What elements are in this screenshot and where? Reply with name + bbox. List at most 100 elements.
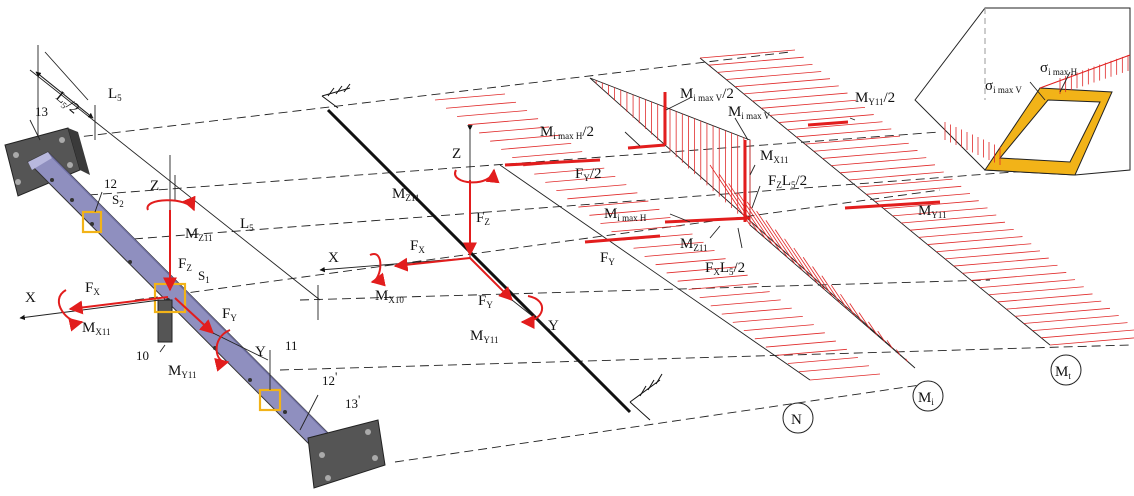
hatch-line	[839, 164, 936, 174]
label-sigmaH: σi max H	[1040, 60, 1078, 77]
label-FZ-mid: FZ	[476, 210, 490, 227]
hatch-line	[1023, 315, 1119, 324]
hatch-line	[633, 241, 704, 249]
label-X-left: X	[25, 290, 36, 306]
label-11: 11	[285, 338, 298, 353]
label-MX10-mid: MX10	[375, 288, 404, 305]
text-labels: L5 L5/2 L5 13 12 S2 10 11 12' 13' Z MZ11…	[25, 60, 1078, 428]
hatch-line	[534, 167, 605, 175]
label-FZL52: FZL5/2	[768, 173, 807, 190]
hatch-line	[765, 220, 796, 265]
hatch-line	[710, 299, 781, 307]
beam-body	[27, 151, 331, 446]
hatch-line	[769, 107, 866, 116]
hatch-line	[655, 258, 726, 266]
hatch-line	[754, 332, 825, 340]
hatch-line	[708, 56, 804, 66]
label-L5-top: L5	[108, 86, 122, 103]
hatch-line	[927, 236, 1023, 245]
hatch-line	[556, 184, 627, 191]
hatch-line	[761, 99, 857, 109]
hatch-line	[699, 49, 796, 59]
mid-beam-axis	[326, 108, 632, 414]
hatch-line	[988, 286, 1084, 296]
hatch-line	[905, 358, 908, 362]
hatch-line	[997, 293, 1093, 303]
hatch-line	[804, 135, 901, 145]
hatch-line	[892, 207, 988, 217]
hatch-line	[457, 110, 528, 117]
hatch-line	[734, 78, 831, 88]
label-FZ-left: FZ	[178, 256, 192, 273]
hatch-line	[778, 114, 874, 123]
hatch-line	[831, 157, 927, 167]
hatch-line	[728, 183, 766, 239]
hatch-line	[756, 210, 788, 258]
left-forces	[19, 155, 269, 372]
hatch-line	[918, 228, 1014, 238]
hatch-line	[688, 283, 759, 290]
hatch-line	[944, 250, 1041, 260]
hatch-line	[1041, 329, 1134, 339]
label-N: N	[791, 412, 802, 428]
label-FX-left: FX	[85, 280, 100, 297]
label-FY2: FY/2	[575, 166, 602, 183]
hatch-line	[971, 272, 1067, 281]
Mt-circle	[1050, 354, 1082, 386]
label-FXL52: FXL5/2	[705, 260, 745, 277]
hatch-line	[813, 142, 909, 152]
hatch-line	[611, 225, 682, 233]
hatch-line	[746, 201, 781, 252]
label-MimaxH: Mi max H	[604, 206, 647, 223]
hatch-line	[445, 101, 517, 109]
label-FX-mid: FX	[410, 238, 425, 255]
Mi-circle	[912, 380, 944, 412]
hatch-line	[979, 279, 1076, 288]
hatch-line	[857, 178, 953, 188]
label-S2: S2	[112, 192, 124, 209]
reference-lines	[69, 51, 1131, 463]
hatch-line	[896, 349, 901, 356]
hatch-line	[953, 257, 1049, 267]
hatch-line	[883, 200, 979, 210]
hatch-line	[796, 128, 892, 138]
hatch-line	[901, 214, 997, 224]
hatch-line	[717, 63, 813, 73]
diagram-Mi	[589, 77, 916, 369]
label-MY11-left: MY11	[168, 363, 197, 380]
hatch-line	[709, 164, 751, 226]
hatch-line	[726, 71, 822, 80]
label-MZ11-mid: MZ11	[392, 186, 420, 203]
hatch-line	[822, 150, 918, 159]
hatch-line	[787, 357, 858, 364]
label-MY11-diag: MY11	[918, 203, 947, 220]
hatch-line	[1006, 300, 1102, 310]
diagram-Mt	[699, 49, 1134, 346]
tube-section-inner	[998, 99, 1101, 163]
dimension-lines	[29, 45, 321, 320]
hatch-line	[578, 200, 649, 208]
end-plate-13-prime	[307, 419, 386, 489]
label-10: 10	[136, 348, 149, 363]
hatch-line	[784, 238, 811, 278]
label-FY-mid: FY	[478, 293, 493, 310]
hatch-line	[765, 340, 836, 348]
label-FY-left: FY	[222, 306, 237, 323]
hatch-line	[840, 293, 856, 317]
label-MimaxV2: Mi max V/2	[680, 86, 734, 103]
hatch-line	[849, 303, 863, 323]
label-L5-mid: L5	[240, 216, 254, 233]
hatch-line	[490, 134, 561, 142]
label-X-mid: X	[328, 250, 339, 266]
label-12-prime: 12'	[322, 369, 337, 388]
hatch-line	[877, 330, 886, 343]
label-Mi: Mi	[918, 390, 934, 407]
hatch-line	[787, 121, 883, 131]
label-Y-mid: Y	[548, 318, 559, 334]
label-13-prime: 13'	[345, 392, 360, 411]
hatch-line	[809, 373, 881, 381]
hatch-line	[600, 217, 671, 224]
hatch-line	[677, 274, 748, 282]
hatch-line	[802, 257, 826, 291]
